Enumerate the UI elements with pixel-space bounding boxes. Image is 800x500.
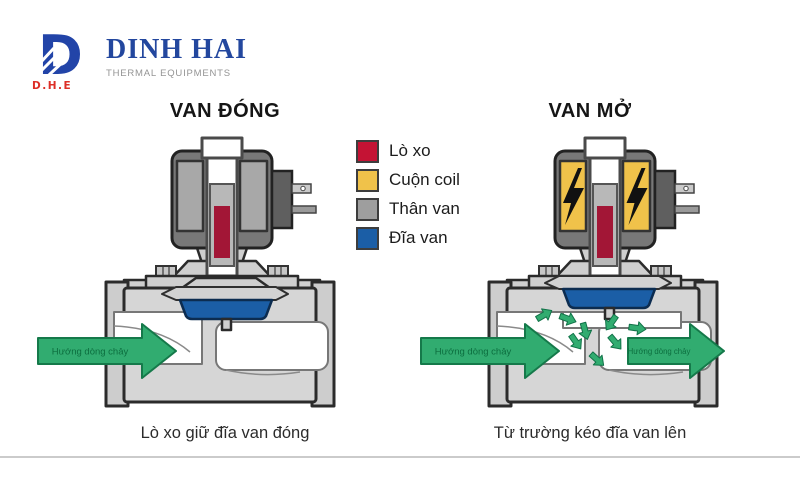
- legend-label: Thân van: [389, 199, 460, 218]
- legend-label: Cuộn coil: [389, 170, 460, 189]
- closed-valve-diagram: Hướng dòng chảy: [37, 136, 336, 408]
- lightning-bolt-icon: [563, 168, 584, 225]
- valve-disc: [561, 287, 657, 310]
- valve-disc: [178, 298, 274, 321]
- legend-label: Đĩa van: [389, 228, 448, 247]
- dhe-logo-icon: D D.H.E: [30, 26, 83, 92]
- flow-arrow-label: Hướng dòng chảy: [628, 347, 691, 356]
- chamber-contour: [608, 369, 684, 376]
- legend-row-disc: Đĩa van: [356, 226, 460, 250]
- prong-hole: [300, 185, 306, 192]
- outlet-chamber: [215, 321, 329, 371]
- body-color-swatch: [356, 197, 379, 221]
- tube-collar: [583, 136, 627, 160]
- spring: [597, 206, 613, 258]
- flow-arrow-outlet: Hướng dòng chảy: [627, 323, 725, 379]
- logo-text: DINH HAI THERMAL EQUIPMENTS: [106, 26, 248, 80]
- electrical-connector: [270, 169, 317, 230]
- brand-logo: D D.H.E DINH HAI THERMAL EQUIPMENTS: [30, 26, 247, 92]
- connector-block: [270, 169, 294, 230]
- flow-arrow-inlet: Hướng dòng chảy: [420, 323, 560, 379]
- logo-initials: D.H.E: [32, 80, 72, 92]
- mini-flow-arrows: [535, 308, 647, 366]
- coil-winding-right: [238, 159, 269, 233]
- legend-row-body: Thân van: [356, 197, 460, 221]
- closed-valve-title: VAN ĐÓNG: [169, 100, 281, 122]
- connector-prong-bottom: [291, 205, 317, 214]
- disc-stem: [603, 306, 616, 321]
- disc-plate: [161, 286, 289, 301]
- spring: [214, 206, 230, 258]
- flow-arrow-inlet: Hướng dòng chảy: [37, 323, 177, 379]
- legend-row-spring: Lò xo: [356, 139, 460, 163]
- coil-winding-left: [175, 159, 205, 233]
- legend: Lò xo Cuộn coil Thân van Đĩa van: [356, 139, 460, 255]
- spring-color-swatch: [356, 139, 379, 163]
- prong-hole: [683, 185, 689, 192]
- legend-label: Lò xo: [389, 141, 431, 160]
- brand-tagline: THERMAL EQUIPMENTS: [106, 68, 231, 79]
- disc-color-swatch: [356, 226, 379, 250]
- lightning-bolt-icon: [626, 168, 648, 225]
- open-valve-caption: Từ trường kéo đĩa van lên: [493, 424, 687, 442]
- flow-arrow-label: Hướng dòng chảy: [52, 347, 129, 358]
- brand-name: DINH HAI: [106, 34, 248, 65]
- solenoid-coil: [170, 136, 317, 278]
- coil-winding-left: [558, 159, 588, 233]
- electrical-connector: [653, 169, 700, 230]
- disc-stem: [220, 317, 233, 332]
- passage-contour: [113, 325, 191, 353]
- solenoid-coil-energized: [553, 136, 700, 278]
- bottom-divider: [0, 456, 800, 458]
- disc-plate: [544, 275, 672, 290]
- coil-color-swatch: [356, 168, 379, 192]
- logo-stripes: [30, 46, 68, 92]
- tube-collar: [200, 136, 244, 160]
- flow-arrow-label: Hướng dòng chảy: [435, 347, 512, 358]
- closed-valve-caption: Lò xo giữ đĩa van đóng: [140, 424, 310, 442]
- chamber-contour: [225, 369, 301, 376]
- passage-contour: [496, 325, 574, 353]
- connector-prong-bottom: [674, 205, 700, 214]
- connector-block: [653, 169, 677, 230]
- legend-row-coil: Cuộn coil: [356, 168, 460, 192]
- open-valve-diagram: Hướng dòng chảy Hướng dòng chảy: [420, 136, 725, 408]
- disc-assembly-lifted: [544, 275, 672, 321]
- open-valve-title: VAN MỞ: [548, 100, 632, 122]
- disc-assembly-closed: [161, 286, 289, 332]
